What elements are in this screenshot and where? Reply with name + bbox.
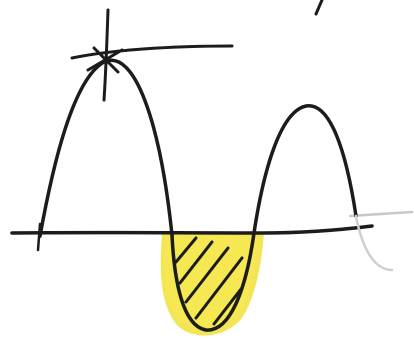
corner-tick-mark <box>316 0 322 14</box>
peak-cross-mark <box>72 10 232 100</box>
sine-wave-second-crest <box>254 106 356 233</box>
faint-wave-tail <box>356 216 392 270</box>
horizontal-axis <box>12 226 372 233</box>
horizontal-axis-tail <box>350 212 412 216</box>
